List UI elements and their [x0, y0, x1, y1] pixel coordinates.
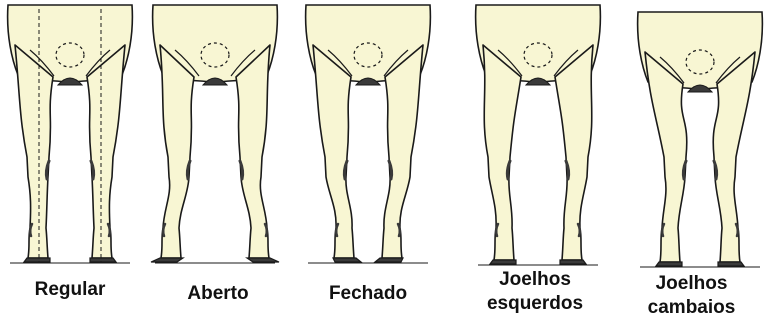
caption-joelhos-cambaios: Joelhos cambaios — [615, 272, 768, 320]
caption-regular: Regular — [0, 278, 140, 302]
panel-joelhos-esquerdos — [476, 5, 601, 265]
panel-joelhos-cambaios — [638, 12, 763, 267]
hoof — [151, 258, 183, 262]
right-leg — [713, 52, 755, 262]
hoof — [333, 258, 361, 262]
caption-fechado: Fechado — [293, 282, 443, 306]
hoof — [24, 258, 50, 262]
hoof — [90, 258, 116, 262]
hoof — [560, 260, 586, 264]
left-leg — [15, 45, 53, 258]
caption-aberto: Aberto — [143, 282, 293, 306]
panel-aberto — [151, 5, 279, 263]
hoof — [718, 262, 744, 266]
left-leg — [483, 45, 521, 260]
hoof — [375, 258, 403, 262]
caption-joelhos-esquerdos: Joelhos esquerdos — [455, 268, 615, 316]
left-leg — [313, 45, 354, 258]
left-leg — [645, 52, 687, 262]
right-leg — [87, 45, 125, 258]
right-leg — [555, 45, 593, 260]
panel-fechado — [306, 5, 431, 263]
panel-regular — [8, 5, 133, 263]
hoof — [490, 260, 516, 264]
right-leg — [382, 45, 423, 258]
hoof — [247, 258, 279, 262]
hoof — [656, 262, 682, 266]
